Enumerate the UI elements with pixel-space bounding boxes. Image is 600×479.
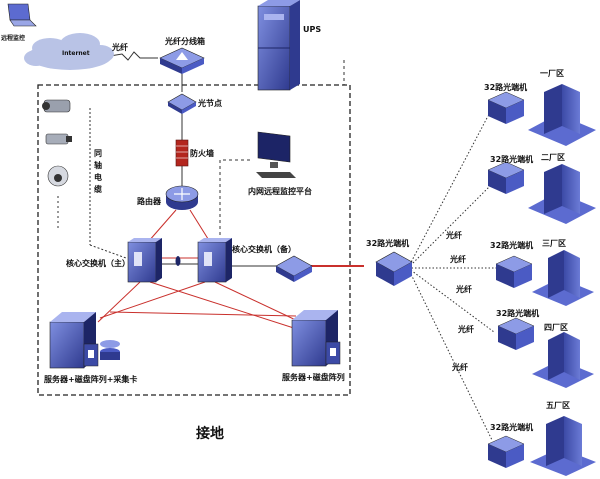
coax-label-2: 轴 — [94, 160, 102, 170]
server-left-label: 服务器+磁盘阵列+采集卡 — [44, 374, 137, 384]
plant-1-transceiver — [487, 91, 525, 124]
server-right-label: 服务器+磁盘阵列 — [282, 372, 345, 382]
plant-1-label: 一厂区 — [540, 69, 564, 78]
coax-label-4: 缆 — [94, 184, 102, 194]
central-transceiver — [375, 251, 413, 286]
plant-4-building — [532, 332, 594, 388]
fiber-node-label: 光节点 — [197, 98, 222, 108]
coax-to-switch — [89, 244, 127, 259]
box-camera-icon — [42, 99, 71, 113]
central-transceiver-label: 32路光端机 — [366, 238, 409, 248]
core-switch-main-label: 核心交换机（主） — [66, 258, 130, 268]
intranet-pc-icon — [256, 131, 296, 178]
server-right — [291, 310, 341, 367]
ups-label: UPS — [303, 25, 321, 34]
remote-monitor-label: 远程监控 — [1, 34, 25, 42]
plant-5-label: 五厂区 — [546, 401, 570, 410]
router-backup-link — [189, 209, 211, 243]
fiber-plant-1 — [407, 115, 489, 269]
fiber-plant-4 — [407, 267, 495, 333]
internet-fiber-link — [109, 51, 158, 61]
access-switch — [275, 255, 313, 282]
dome-camera-icon — [47, 165, 69, 187]
internet-cloud — [24, 33, 114, 70]
fiber-plant-5 — [407, 267, 493, 441]
network-boundary — [37, 84, 351, 396]
fiber-label-4: 光纤 — [455, 284, 472, 294]
core-switch-backup-label: 核心交换机（备） — [232, 244, 296, 254]
fiber-node-switch — [167, 93, 197, 114]
plant-4-label: 四厂区 — [544, 323, 568, 332]
platform-dashed-link — [219, 159, 250, 240]
firewall-label: 防火墙 — [190, 148, 214, 158]
plant-4-transceiver — [497, 317, 535, 350]
plant-2-transceiver-label: 32路光端机 — [490, 154, 533, 164]
plant-2-label: 二厂区 — [541, 153, 565, 162]
links — [89, 51, 496, 441]
plant-3-building — [532, 250, 594, 306]
core-switch-main — [127, 238, 162, 283]
fiber-label-3: 光纤 — [449, 254, 466, 264]
internet-label: Internet — [62, 50, 90, 57]
plant-3-transceiver — [495, 255, 533, 288]
router-icon — [165, 185, 199, 210]
fiber-label-5: 光纤 — [457, 324, 474, 334]
main-server-left — [97, 281, 141, 323]
plant-1-building — [528, 84, 596, 146]
plant-5-transceiver-label: 32路光端机 — [490, 422, 533, 432]
bullet-camera-icon — [45, 133, 72, 145]
fiber-top-label: 光纤 — [111, 42, 128, 52]
server-left — [49, 312, 120, 369]
ground-label: 接地 — [196, 425, 224, 442]
plant-2-transceiver — [487, 161, 525, 194]
firewall-wall — [175, 139, 189, 167]
plant-3-transceiver-label: 32路光端机 — [490, 240, 533, 250]
fiber-label-2: 光纤 — [445, 230, 462, 240]
plant-4-transceiver-label: 32路光端机 — [496, 308, 539, 318]
plant-3-label: 三厂区 — [542, 239, 566, 248]
plant-1-transceiver-label: 32路光端机 — [484, 82, 527, 92]
main-server-right — [149, 281, 301, 331]
coax-label-3: 电 — [94, 172, 102, 182]
ups-tower — [257, 0, 300, 91]
coax-label-1: 同 — [94, 149, 102, 158]
fiber-distributor-box — [159, 47, 205, 74]
fiber-plant-2 — [407, 185, 491, 269]
core-switch-backup — [197, 238, 232, 283]
server-cross — [109, 311, 297, 317]
fiber-label-extra: 光纤 — [451, 362, 468, 372]
link-aggregation-marker — [175, 256, 181, 266]
remote-monitor-laptop — [7, 3, 37, 27]
fiber-distributor-label: 光纤分线箱 — [164, 36, 205, 46]
plant-5-building — [530, 416, 596, 476]
plant-2-building — [528, 164, 596, 224]
plant-5-transceiver — [487, 435, 525, 468]
router-main-link — [147, 209, 177, 243]
intranet-platform-label: 内网远程监控平台 — [248, 186, 312, 196]
router-label: 路由器 — [137, 196, 162, 206]
